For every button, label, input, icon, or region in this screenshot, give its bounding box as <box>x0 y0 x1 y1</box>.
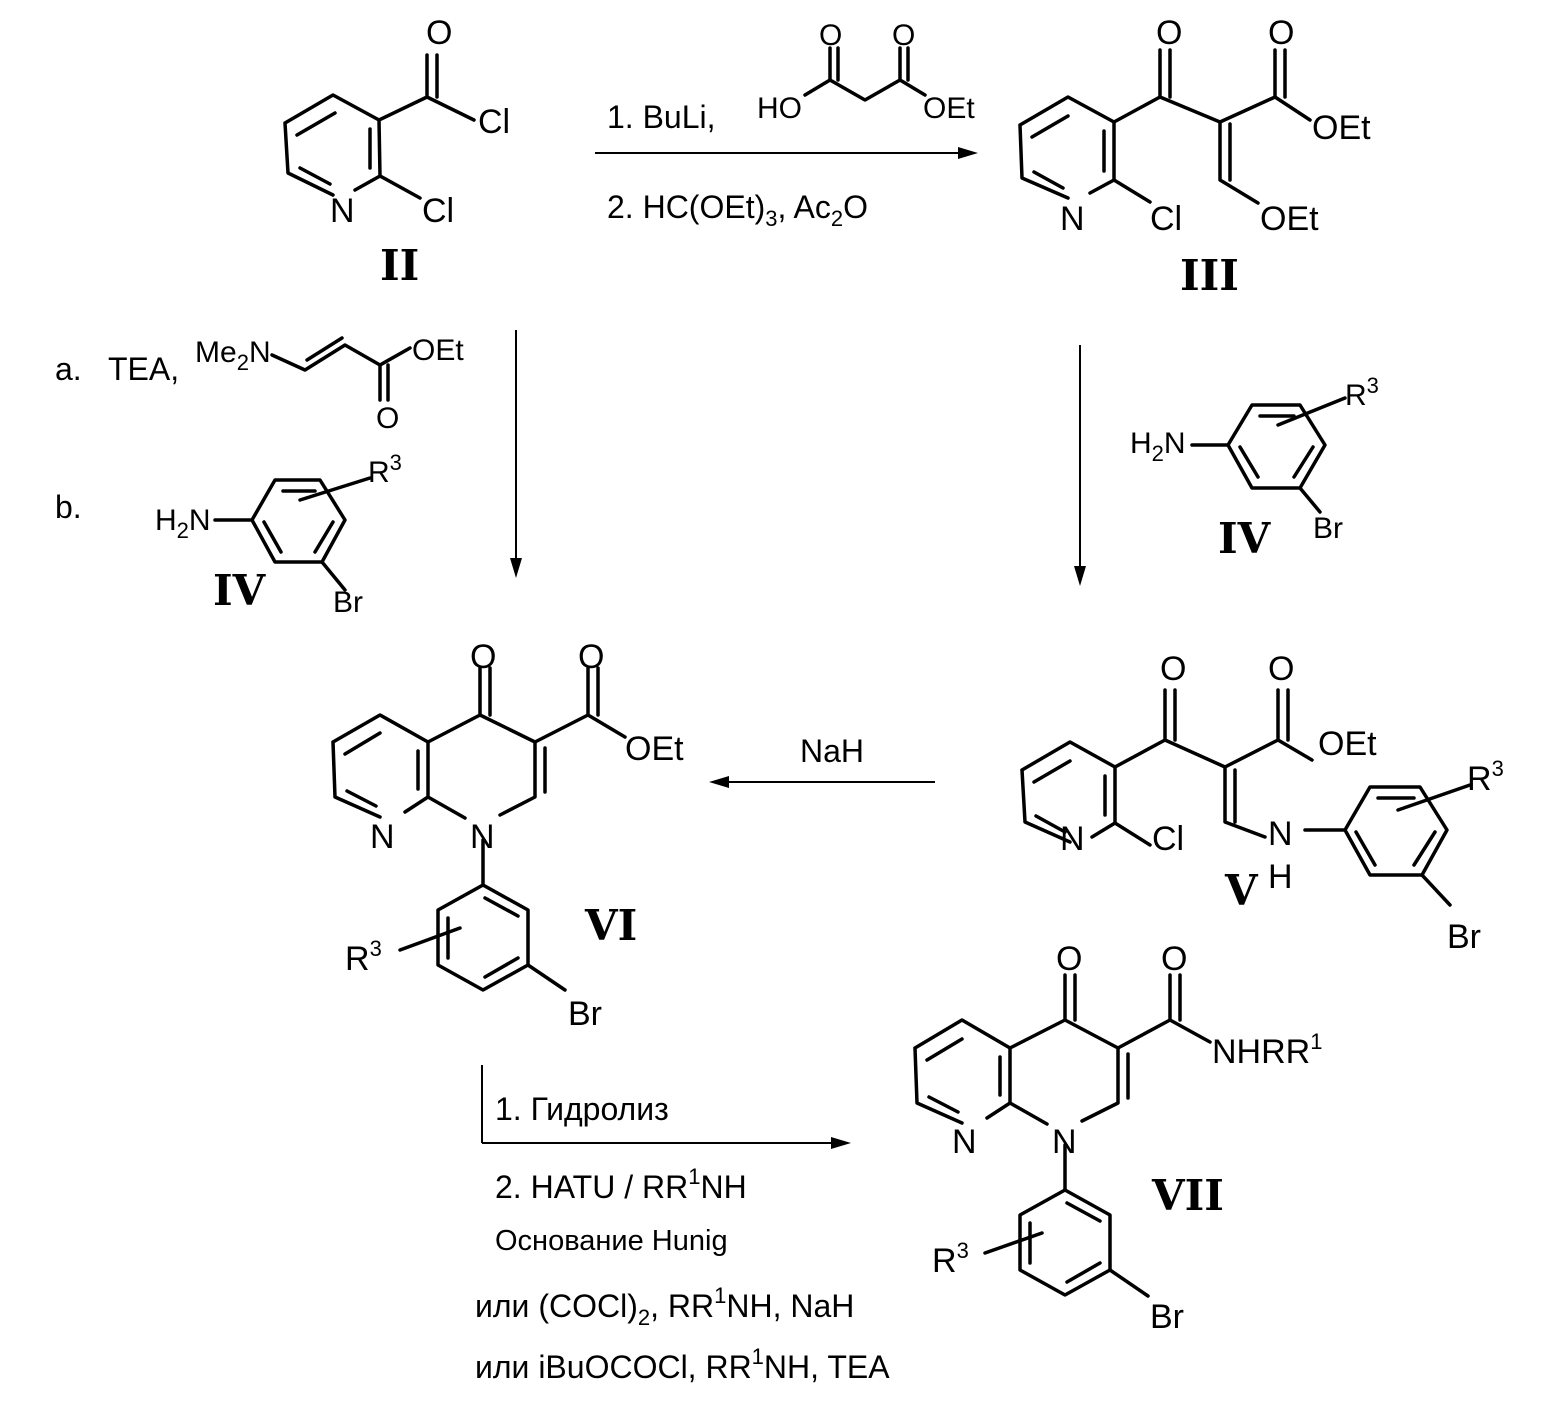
oxygen-label: O <box>578 638 604 676</box>
oxygen-label: O <box>426 14 452 52</box>
bromine-label: Br <box>333 586 363 619</box>
oxygen-label: O <box>1268 14 1294 52</box>
chlorine-label: Cl <box>422 192 454 230</box>
arrow-V-to-VI <box>709 776 935 788</box>
chlorine-label: Cl <box>478 103 510 141</box>
reagent-nah: NaH <box>800 733 864 769</box>
enamine-ester-structure: Me2N OEt O <box>195 334 464 435</box>
bromine-label: Br <box>1447 918 1481 956</box>
r-substituent-label: R3 <box>345 936 382 978</box>
ethoxy-label: OEt <box>1318 725 1377 763</box>
arrow-II-to-III <box>595 147 978 159</box>
ethoxy-label: OEt <box>1260 200 1319 238</box>
oxygen-label: O <box>470 638 496 676</box>
oxygen-label: O <box>1156 14 1182 52</box>
bromine-label: Br <box>1313 512 1343 545</box>
oxygen-label: O <box>376 402 399 435</box>
hydroxyl-label: HO <box>757 92 802 125</box>
r-substituent-label: R3 <box>932 1238 969 1280</box>
step-hatu-coupling: 2. HATU / RR1NH <box>495 1164 747 1205</box>
oxygen-label: O <box>819 19 842 52</box>
reagent-tea: TEA, <box>108 351 179 387</box>
bromine-label: Br <box>1150 1298 1184 1336</box>
oxygen-label: O <box>1160 650 1186 688</box>
reagent-buli: 1. BuLi, <box>607 99 716 135</box>
nitrogen-label: N <box>1268 815 1293 853</box>
nitrogen-label: N <box>1060 200 1085 238</box>
compound-III-structure: O O OEt OEt N Cl <box>1020 14 1371 238</box>
compound-label-II: II <box>380 241 419 290</box>
chlorine-label: Cl <box>1152 820 1184 858</box>
oxygen-label: O <box>1056 940 1082 978</box>
nitrogen-label: N <box>1052 1123 1077 1161</box>
compound-VI-structure: O O OEt N N R3 Br <box>333 638 684 1033</box>
compound-label-III: III <box>1180 251 1239 300</box>
nitrogen-label: N <box>1060 820 1085 858</box>
amide-substituent-label: NHRR1 <box>1212 1029 1322 1071</box>
step-hunig-base: Основание Hunig <box>495 1225 728 1257</box>
oxygen-label: O <box>1161 940 1187 978</box>
r-substituent-label: R3 <box>1467 756 1504 798</box>
compound-label-VI: VI <box>584 901 637 950</box>
nitrogen-label: N <box>470 818 495 856</box>
compound-label-VII: VII <box>1151 1171 1224 1220</box>
chlorine-label: Cl <box>1150 200 1182 238</box>
hydrogen-label: H <box>1268 858 1293 896</box>
step-b-label: b. <box>55 489 82 525</box>
arrow-III-to-V <box>1074 345 1086 586</box>
compound-II-structure: O Cl N Cl <box>285 14 510 230</box>
nitrogen-label: N <box>952 1123 977 1161</box>
compound-VII-structure: O O NHRR1 N N R3 Br <box>915 940 1322 1336</box>
arrow-II-to-VI <box>510 330 522 578</box>
ethoxy-label: OEt <box>923 92 975 125</box>
amino-label: H2N <box>155 504 211 543</box>
r-substituent-label: R3 <box>1345 373 1379 412</box>
ethoxy-label: OEt <box>1312 109 1371 147</box>
alt-isobutyl-chloroformate: или iBuOCOCl, RR1NH, TEA <box>475 1344 890 1385</box>
ethoxy-label: OEt <box>625 730 684 768</box>
amino-label: H2N <box>1130 427 1186 466</box>
oxygen-label: O <box>1268 650 1294 688</box>
compound-label-V: V <box>1224 866 1259 915</box>
compound-label-IV-right: IV <box>1218 514 1272 563</box>
reagent-orthoformate: 2. HC(OEt)3, Ac2O <box>607 189 868 231</box>
compound-V-structure: O O OEt N Cl N H R3 Br <box>1022 650 1504 956</box>
step-hydrolysis: 1. Гидролиз <box>495 1091 669 1127</box>
ethoxy-label: OEt <box>412 334 464 367</box>
oxygen-label: O <box>892 19 915 52</box>
bromine-label: Br <box>568 995 602 1033</box>
ethyl-malonate-structure: O O HO OEt <box>757 19 975 125</box>
nitrogen-label: N <box>330 192 355 230</box>
r-substituent-label: R3 <box>368 450 402 489</box>
dimethylamino-label: Me2N <box>195 336 271 375</box>
bromoaniline-left-structure: H2N R3 Br <box>155 450 402 619</box>
nitrogen-label: N <box>370 818 395 856</box>
step-a-label: a. <box>55 351 82 387</box>
alt-oxalyl-chloride: или (COCl)2, RR1NH, NaH <box>475 1283 854 1330</box>
compound-label-IV-left: IV <box>213 566 267 615</box>
